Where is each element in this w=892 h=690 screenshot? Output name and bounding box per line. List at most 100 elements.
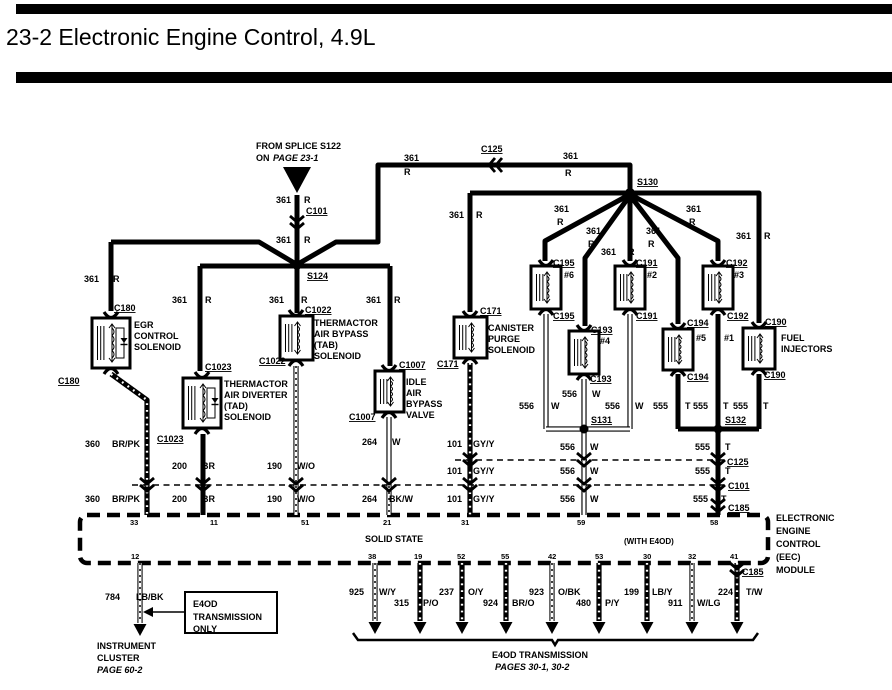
label: #3 <box>734 270 744 280</box>
coil-turn-icon <box>718 281 722 288</box>
terminal-connector-icon <box>537 307 555 316</box>
terminal-connector-icon <box>380 364 398 373</box>
coil-turn-icon <box>718 287 722 294</box>
label: 11 <box>210 518 218 527</box>
label: BR/PK <box>112 439 141 449</box>
inline-connector-icon <box>288 476 304 493</box>
coil-turn-icon <box>202 387 206 396</box>
coil-turn-icon <box>584 340 588 348</box>
coil-turn-icon <box>297 343 300 351</box>
label: #1 <box>724 333 734 343</box>
label: E4OD <box>193 599 218 609</box>
label: C185 <box>728 503 750 513</box>
label: 224 <box>718 587 733 597</box>
coil-turn-icon <box>390 391 393 398</box>
coil-turn-icon <box>630 287 634 294</box>
label: CANISTER <box>488 323 535 333</box>
coil-turn-icon <box>678 338 682 345</box>
label: C192 <box>727 311 749 321</box>
arrow-down-icon <box>387 401 394 407</box>
label: W/LG <box>697 598 721 608</box>
label: P/Y <box>605 598 620 608</box>
label: S130 <box>637 177 658 187</box>
component-box <box>452 315 489 360</box>
terminal-connector-icon <box>709 259 727 268</box>
coil-turn-icon <box>471 337 474 344</box>
label: C171 <box>437 359 459 369</box>
label: VALVE <box>406 410 435 420</box>
label: R <box>689 217 696 227</box>
terminal-connector-icon <box>709 307 727 316</box>
label: TRANSMISSION <box>193 612 262 622</box>
label: 923 <box>529 587 544 597</box>
label: 42 <box>548 552 556 561</box>
coil-turn-icon <box>759 337 763 344</box>
label: 264 <box>362 494 377 504</box>
label: T <box>763 401 769 411</box>
header-bar <box>16 72 892 83</box>
coil-turn-icon <box>202 410 206 419</box>
label: ONLY <box>193 624 217 634</box>
label: 361 <box>646 226 661 236</box>
label: 315 <box>394 598 409 608</box>
label: W <box>590 466 599 476</box>
coil-turn-icon <box>111 335 115 344</box>
label: 556 <box>605 401 620 411</box>
label: C195 <box>553 258 575 268</box>
label: 30 <box>643 552 651 561</box>
coil-turn-icon <box>678 354 682 361</box>
label: #6 <box>564 270 574 280</box>
label: 33 <box>130 518 138 527</box>
label: CONTROL <box>134 331 179 341</box>
label: R <box>565 168 572 178</box>
terminal-connector-icon <box>193 371 211 380</box>
coil-turn-icon <box>202 395 206 404</box>
label: 58 <box>710 518 718 527</box>
label: PAGE 60-2 <box>97 665 142 675</box>
transmission-bracket <box>351 632 760 648</box>
label: GY/Y <box>473 494 495 504</box>
arrow-down-icon <box>199 417 207 423</box>
label: SOLENOID <box>488 345 536 355</box>
label: W <box>592 389 601 399</box>
wire <box>110 373 149 515</box>
label: C1023 <box>157 434 184 444</box>
label: 264 <box>362 437 377 447</box>
label: 361 <box>686 204 701 214</box>
label: C191 <box>636 258 658 268</box>
offpage-arrow-icon <box>455 622 469 634</box>
label: 555 <box>695 442 710 452</box>
label: C192 <box>726 258 748 268</box>
label: MODULE <box>776 565 815 575</box>
label: 556 <box>560 442 575 452</box>
label: 361 <box>736 231 751 241</box>
arrow-down-icon <box>756 358 764 364</box>
label: 21 <box>383 518 391 527</box>
label: C171 <box>480 306 502 316</box>
arrow-up-icon <box>108 323 116 329</box>
label: 555 <box>653 401 668 411</box>
arrow-down-icon <box>543 298 551 304</box>
terminal-connector-icon <box>537 259 555 268</box>
inline-connector-icon <box>139 476 155 493</box>
coil-turn-icon <box>471 331 474 338</box>
terminal-connector-icon <box>461 310 479 319</box>
label: 361 <box>172 295 187 305</box>
wire <box>633 190 762 323</box>
label: T <box>725 466 731 476</box>
label: #2 <box>647 270 657 280</box>
label: C180 <box>114 303 136 313</box>
label: C1022 <box>259 356 286 366</box>
coil-turn-icon <box>390 396 393 403</box>
label: AIR BYPASS <box>314 329 368 339</box>
label: 101 <box>447 439 462 449</box>
label: W <box>551 401 560 411</box>
label: C191 <box>636 311 658 321</box>
label: W/O <box>297 494 315 504</box>
coil-turn-icon <box>759 353 763 360</box>
coil-turn-icon <box>546 281 550 288</box>
arrow-up-icon <box>199 383 207 389</box>
coil-turn-icon <box>471 342 474 349</box>
coil-turn-icon <box>630 292 634 300</box>
